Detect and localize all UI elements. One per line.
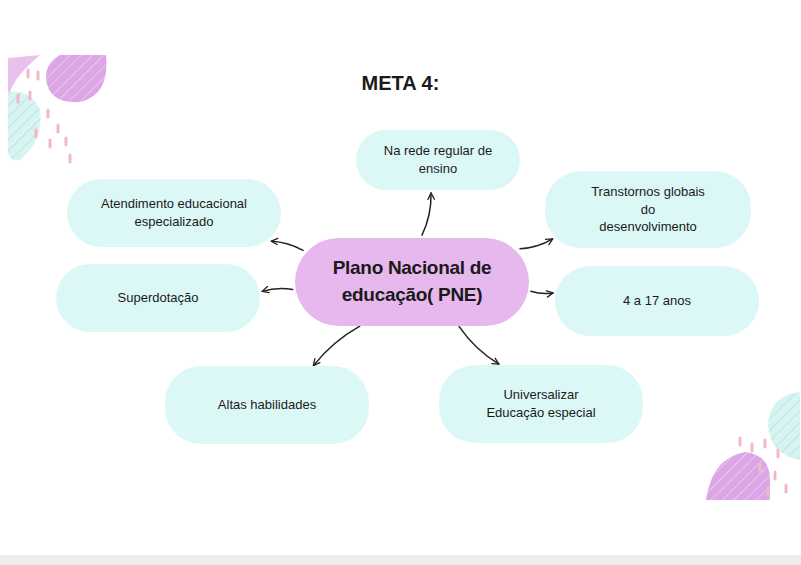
arrow-connector <box>531 291 553 293</box>
node-text: Superdotação <box>118 289 199 307</box>
dash-marks <box>740 438 786 495</box>
corner-ornament <box>8 55 106 160</box>
arrow-connector <box>271 241 303 250</box>
arrow-connector <box>520 239 553 249</box>
topic-bubble: Universalizar Educação especial <box>439 365 643 443</box>
node-text: Altas habilidades <box>218 396 316 414</box>
node-text: Plano Nacional de educação( PNE) <box>322 255 502 308</box>
corner-ornament <box>706 392 800 500</box>
arrow-connector <box>459 327 499 365</box>
node-text: Atendimento educacional especializado <box>89 195 259 230</box>
topic-bubble: Superdotação <box>56 264 260 332</box>
topic-bubble: Atendimento educacional especializado <box>67 179 281 247</box>
dash-marks <box>18 70 70 162</box>
arrow-connector <box>313 326 359 365</box>
node-text: Universalizar Educação especial <box>476 386 606 421</box>
node-text: Na rede regular de ensino <box>378 142 498 177</box>
topic-bubble: 4 a 17 anos <box>555 266 759 336</box>
arrow-connector <box>262 289 293 292</box>
topic-bubble: Transtornos globais do desenvolvimento <box>545 171 751 248</box>
page-edge <box>0 555 801 565</box>
node-text: Transtornos globais do desenvolvimento <box>591 183 706 236</box>
topic-bubble: Altas habilidades <box>165 366 369 444</box>
arrow-connector <box>422 193 431 235</box>
central-node: Plano Nacional de educação( PNE) <box>295 238 529 326</box>
diagram-title: META 4: <box>0 72 801 95</box>
node-text: 4 a 17 anos <box>623 292 691 310</box>
topic-bubble: Na rede regular de ensino <box>356 130 520 190</box>
